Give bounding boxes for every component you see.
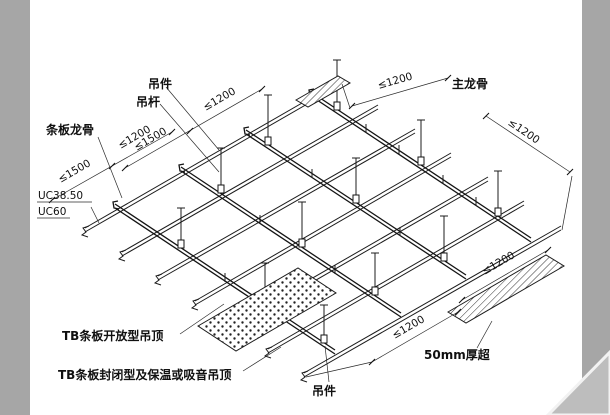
callouts: 吊件 吊杆 条板龙骨 UC38.50 UC60 TB条板开放型吊顶 TB条板封闭… [37,76,493,398]
hanger-bottom-label: 吊件 [312,383,336,398]
uc-size-1-label: UC38.50 [38,190,83,202]
open-type-label: TB条板开放型吊顶 [62,328,163,343]
runner-clip-tabs [224,124,477,282]
uc-size-2-label: UC60 [38,206,66,218]
hanger-rods [177,59,502,344]
closed-type-label: TB条板封闭型及保温或吸音吊顶 [58,367,231,382]
main-runner-label: 主龙骨 [452,76,488,91]
slat-runner-label: 条板龙骨 [45,122,94,137]
hanger-clips [177,101,502,344]
corner-fold-watermark [545,349,610,415]
left-matte-bar [0,0,30,415]
hatched-panel-piece [295,75,351,108]
insulation-panel [447,254,565,324]
hanger-rod-label: 吊杆 [136,94,160,109]
perforated-panel [197,267,337,352]
right-matte-bar [582,0,610,415]
insulation-thickness-label: 50mm厚超 [424,347,491,362]
hanger-top-label: 吊件 [148,76,172,91]
